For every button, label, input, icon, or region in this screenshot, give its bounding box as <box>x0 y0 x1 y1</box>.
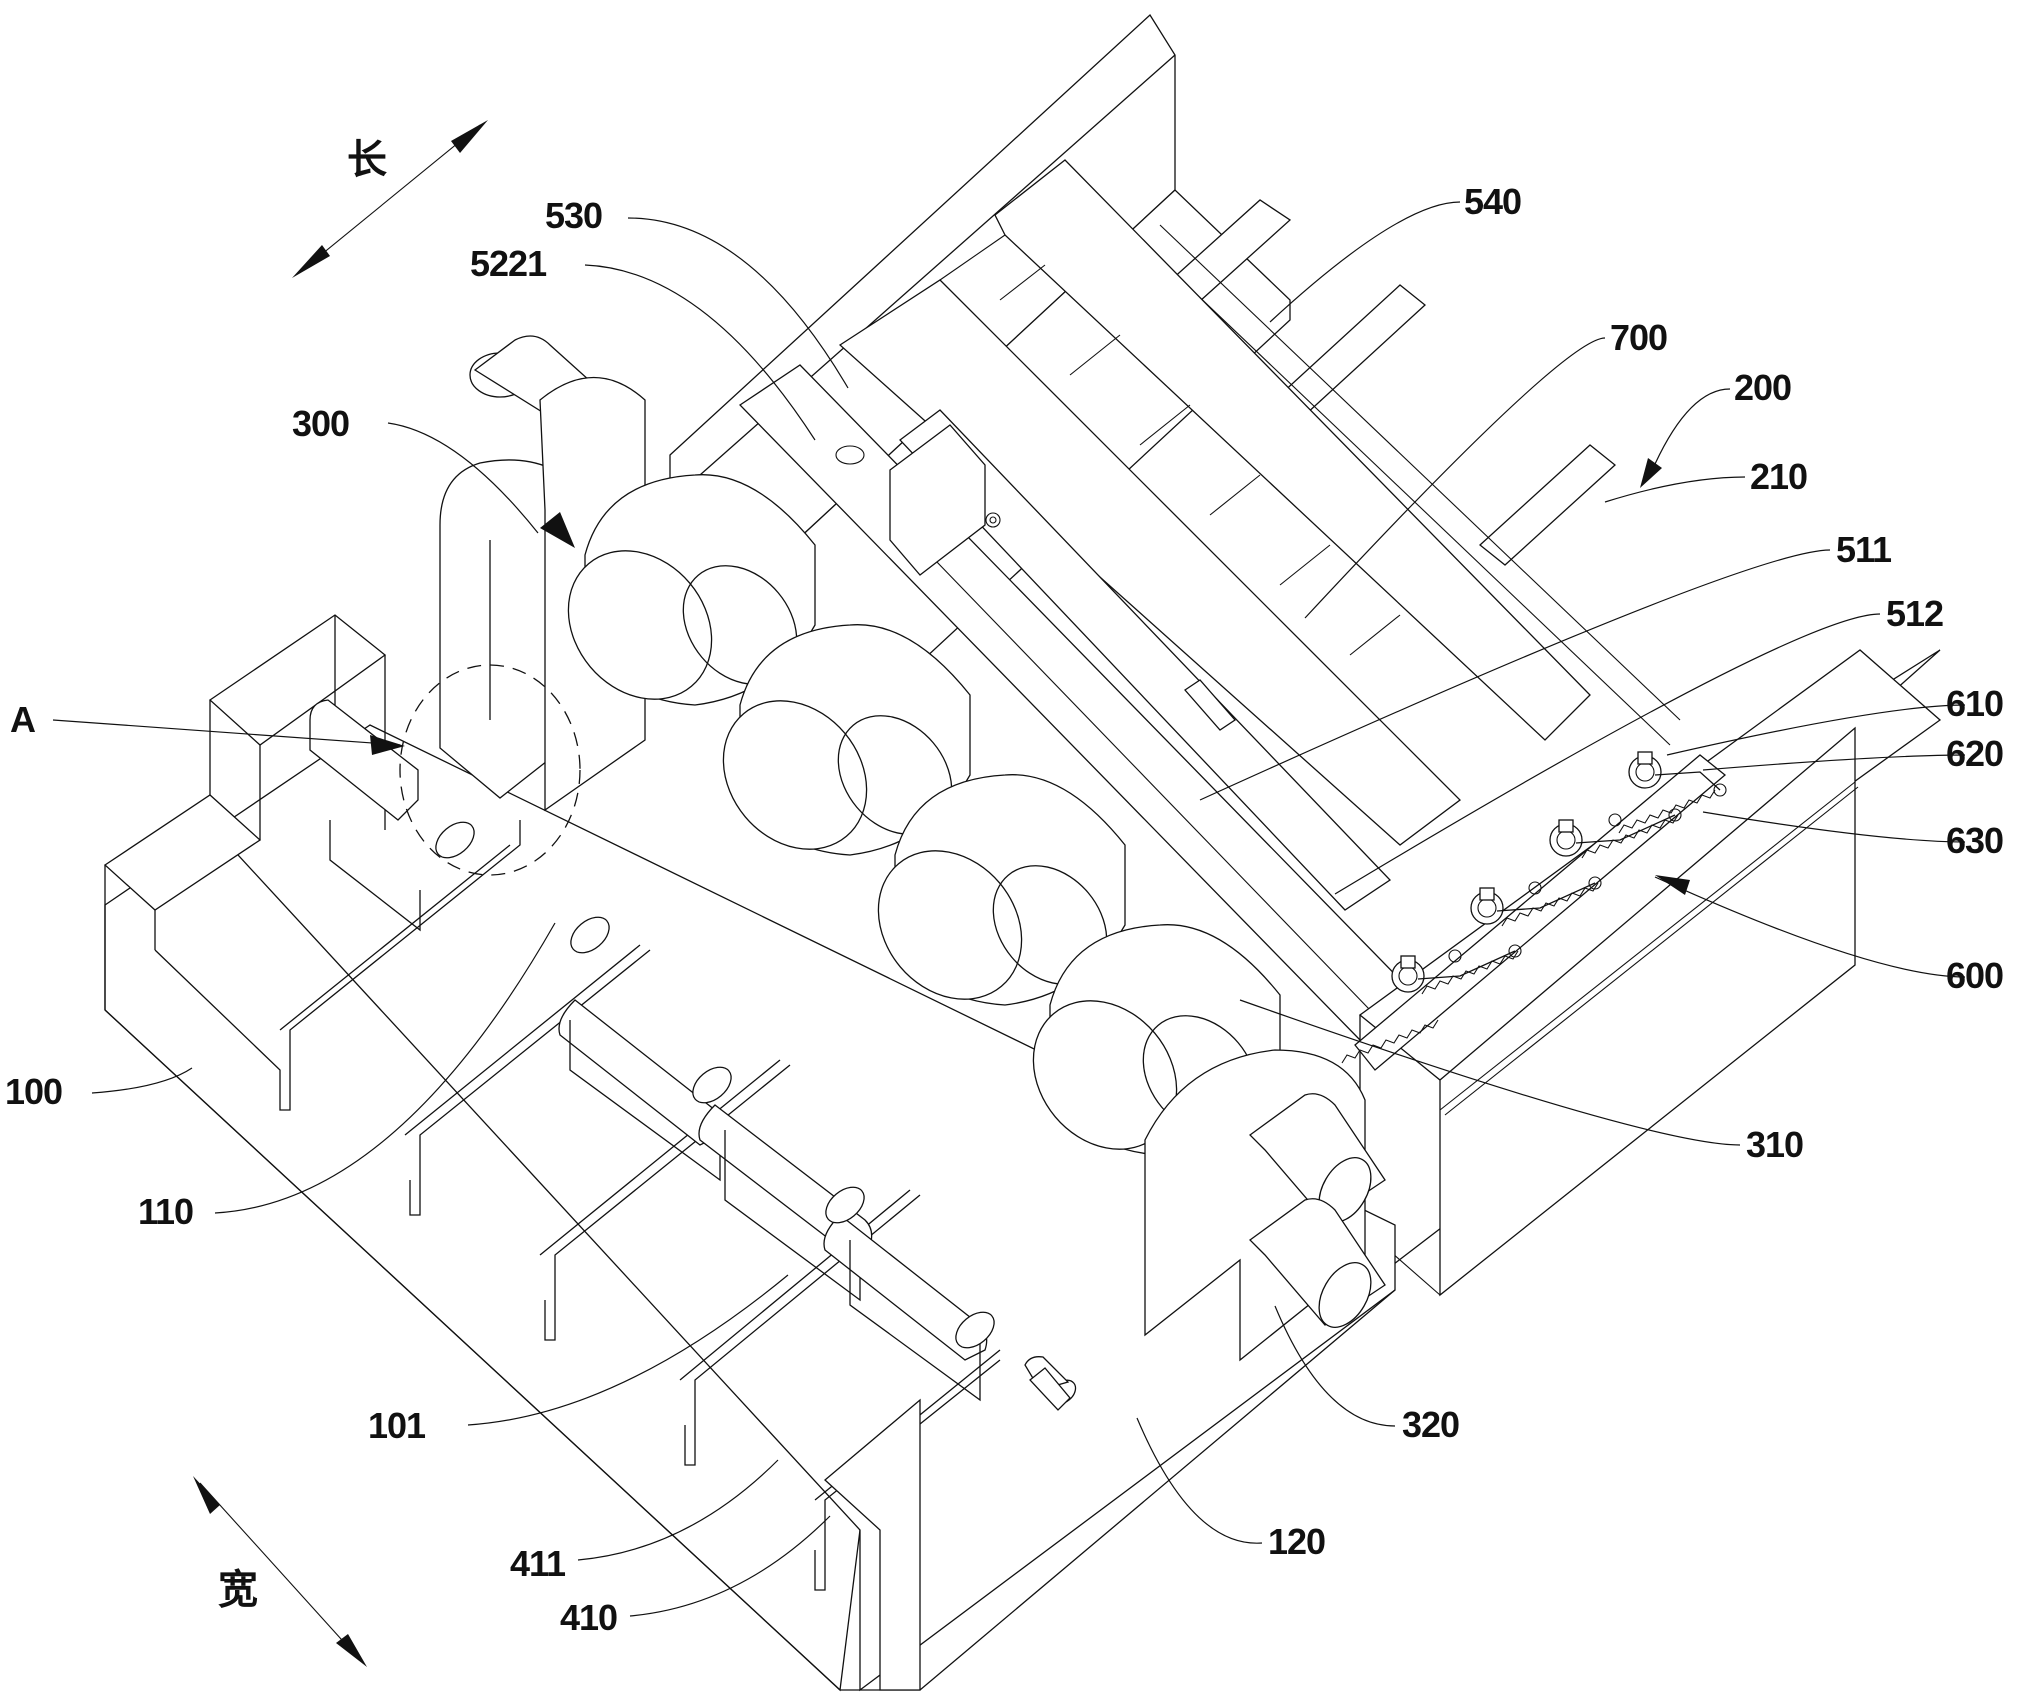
spring-630-icon <box>1341 789 1716 1064</box>
roller-310 <box>567 474 816 706</box>
length-direction-label: 长 <box>347 136 387 183</box>
label-a: A <box>10 699 36 740</box>
roller-assembly-300 <box>567 474 1386 1411</box>
bolt-610-icon <box>1391 751 1662 993</box>
width-direction-label: 宽 <box>218 1566 258 1613</box>
clamp-blocks-410 <box>309 699 1077 1405</box>
label-100: 100 <box>5 1071 63 1112</box>
roller-310 <box>877 774 1126 1006</box>
top-plate-700 <box>838 159 1591 846</box>
label-200: 200 <box>1734 367 1792 408</box>
label-120: 120 <box>1268 1521 1326 1562</box>
label-210: 210 <box>1750 456 1808 497</box>
label-540: 540 <box>1464 181 1522 222</box>
length-direction-arrow-icon <box>292 120 488 278</box>
spring-mechanism-600 <box>1341 751 1727 1071</box>
width-direction-arrow-icon <box>193 1476 367 1667</box>
right-base-block <box>1358 649 1942 1297</box>
label-110: 110 <box>138 1191 194 1232</box>
bracket-530-540 <box>835 424 1001 576</box>
label-700: 700 <box>1610 317 1668 358</box>
label-300: 300 <box>292 403 350 444</box>
label-530: 530 <box>545 195 603 236</box>
label-512: 512 <box>1886 593 1944 634</box>
label-630: 630 <box>1946 820 2004 861</box>
leader-lines <box>52 201 1966 1617</box>
label-5221: 5221 <box>470 243 547 284</box>
label-410: 410 <box>560 1597 618 1638</box>
label-600: 600 <box>1946 955 2004 996</box>
label-101: 101 <box>368 1405 426 1446</box>
roller-310 <box>722 624 971 856</box>
clamp-block <box>823 1186 988 1402</box>
label-620: 620 <box>1946 733 2004 774</box>
clamp-block <box>309 699 475 932</box>
detail-a-circle <box>399 664 581 876</box>
label-411: 411 <box>510 1543 566 1584</box>
label-511: 511 <box>1836 529 1892 570</box>
label-310: 310 <box>1746 1124 1804 1165</box>
label-610: 610 <box>1946 683 2004 724</box>
label-320: 320 <box>1402 1404 1460 1445</box>
